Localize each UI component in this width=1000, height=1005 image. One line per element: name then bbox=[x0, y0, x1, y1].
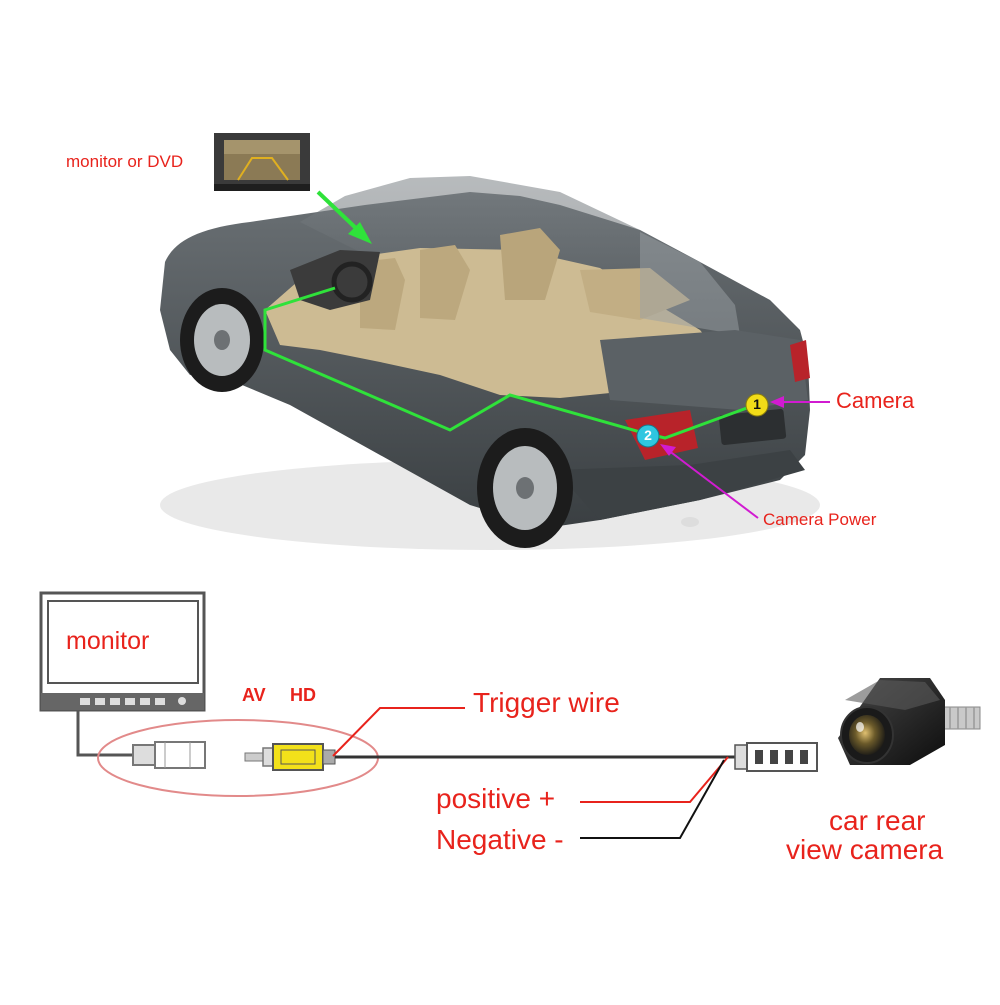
camera-power-pointer-head bbox=[660, 444, 676, 456]
trigger-wire-label: Trigger wire bbox=[473, 687, 620, 718]
license-plate bbox=[718, 408, 787, 445]
camera-cable-connector bbox=[734, 742, 818, 772]
trigger-wire-pointer bbox=[332, 707, 465, 757]
tail-light-left bbox=[625, 410, 698, 460]
camera-label: Camera bbox=[836, 388, 915, 413]
exhaust bbox=[681, 517, 699, 527]
rear-window bbox=[640, 232, 740, 335]
monitor-arrow-line bbox=[316, 190, 362, 234]
positive-wire bbox=[580, 756, 729, 803]
camera-power-marker-2 bbox=[636, 424, 660, 448]
monitor-cable bbox=[76, 710, 145, 757]
monitor-arrow-head bbox=[348, 222, 372, 244]
rear-wheel bbox=[477, 428, 573, 548]
trunk-lid bbox=[600, 330, 808, 410]
negative-wire bbox=[580, 759, 725, 839]
front-seat-right bbox=[420, 245, 470, 320]
marker-2-number: 2 bbox=[644, 427, 652, 443]
hd-label: HD bbox=[290, 685, 316, 705]
camera-wiring-route bbox=[263, 286, 756, 440]
monitor-or-dvd-label: monitor or DVD bbox=[66, 152, 184, 171]
car-rear-label: car rear bbox=[829, 805, 926, 836]
tail-light-right bbox=[790, 340, 810, 382]
rca-connector bbox=[244, 743, 336, 771]
rear-seat bbox=[500, 228, 560, 300]
positive-label: positive + bbox=[436, 783, 556, 814]
dvd-monitor-thumbnail bbox=[214, 133, 310, 191]
rear-bumper bbox=[555, 450, 805, 520]
camera-power-pointer-line bbox=[667, 449, 759, 519]
view-camera-label: view camera bbox=[786, 834, 944, 865]
front-wheel bbox=[180, 288, 264, 392]
marker-1-number: 1 bbox=[753, 396, 761, 412]
monitor-device bbox=[39, 591, 206, 712]
camera-marker-1 bbox=[745, 393, 769, 417]
steering-wheel bbox=[331, 261, 373, 303]
car-illustration bbox=[160, 176, 820, 550]
camera-power-label: Camera Power bbox=[763, 510, 877, 529]
monitor-label: monitor bbox=[66, 627, 150, 655]
monitor-connector bbox=[132, 741, 206, 769]
rear-camera-device bbox=[838, 678, 981, 765]
av-label: AV bbox=[242, 685, 266, 705]
negative-label: Negative - bbox=[436, 824, 564, 855]
camera-pointer-head bbox=[770, 396, 784, 408]
